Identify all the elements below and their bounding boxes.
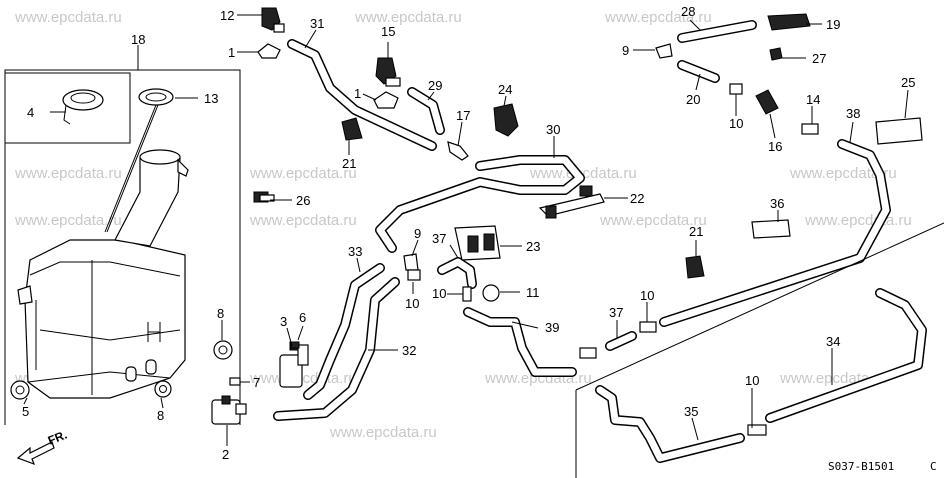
callout-label: 31 [310, 16, 324, 31]
watermark: www.epcdata.ru [14, 165, 122, 182]
diagram-code-suffix: C [930, 460, 937, 473]
callout-label: 10 [405, 296, 419, 311]
callout-label: 23 [526, 239, 540, 254]
callout-label: 16 [768, 139, 782, 154]
callout-label: 39 [545, 320, 559, 335]
watermark: www.epcdata.ru [329, 424, 437, 441]
watermark: www.epcdata.ru [599, 212, 707, 229]
callout-label: 3 [280, 314, 287, 329]
diagram-code: S037-B1501 [828, 460, 894, 473]
callout-label: 29 [428, 78, 442, 93]
callout-label: 5 [22, 404, 29, 419]
watermark: www.epcdata.ru [529, 165, 637, 182]
callout-label: 36 [770, 196, 784, 211]
callout-label: 35 [684, 404, 698, 419]
watermark: www.epcdata.ru [789, 165, 897, 182]
callout-label: 2 [222, 447, 229, 462]
callout-label: 6 [299, 310, 306, 325]
hoses [273, 20, 927, 463]
callout-label: 9 [622, 43, 629, 58]
small-parts [257, 7, 923, 436]
callout-label: 21 [342, 156, 356, 171]
callout-label: 13 [204, 91, 218, 106]
callout-label: 30 [546, 122, 560, 137]
callout-label: 12 [220, 8, 234, 23]
callout-label: 14 [806, 92, 820, 107]
callout-label: 11 [526, 285, 540, 300]
callout-label: 1 [354, 86, 361, 101]
callout-label: 19 [826, 17, 840, 32]
watermark: www.epcdata.ru [14, 9, 122, 26]
callout-label: 7 [253, 375, 260, 390]
callout-label: 38 [846, 106, 860, 121]
callout-label: 8 [217, 306, 224, 321]
watermark: www.epcdata.ru [249, 370, 357, 387]
callout-label: 9 [414, 226, 421, 241]
callout-label: 1 [228, 45, 235, 60]
front-arrow-icon [16, 441, 55, 466]
reservoir-bracket-frame [4, 45, 241, 425]
clip-7 [229, 377, 241, 386]
section-divider [575, 222, 944, 391]
callout-label: 4 [27, 105, 34, 120]
leader-lines [23, 14, 909, 446]
callout-label: 15 [381, 24, 395, 39]
callout-label: 10 [432, 286, 446, 301]
callout-label: 33 [348, 244, 362, 259]
callout-label: 20 [686, 92, 700, 107]
callout-label: 37 [609, 305, 623, 320]
callout-label: 10 [745, 373, 759, 388]
callout-label: 17 [456, 108, 470, 123]
grommets [10, 340, 233, 400]
watermark: www.epcdata.ru [354, 9, 462, 26]
front-direction-indicator: FR. [16, 428, 69, 466]
washer-pump-rear [211, 395, 247, 425]
callout-label: 37 [432, 231, 446, 246]
callout-label: 21 [689, 224, 703, 239]
callout-label: 8 [157, 408, 164, 423]
callout-label: 10 [640, 288, 654, 303]
callout-labels: 12 1 31 15 1 29 24 17 21 30 18 4 13 26 2… [22, 4, 915, 462]
callout-label: 18 [131, 32, 145, 47]
bolt-26 [253, 191, 275, 203]
callout-label: 10 [729, 116, 743, 131]
callout-label: 28 [681, 4, 695, 19]
reservoir-cap [62, 89, 104, 125]
callout-label: 25 [901, 75, 915, 90]
watermark: www.epcdata.ru [804, 212, 912, 229]
callout-label: 34 [826, 334, 840, 349]
callout-label: 26 [296, 193, 310, 208]
callout-label: 27 [812, 51, 826, 66]
watermark: www.epcdata.ru [14, 212, 122, 229]
callout-label: 32 [402, 343, 416, 358]
seal-6 [290, 341, 300, 349]
callout-label: 22 [630, 191, 644, 206]
watermark: www.epcdata.ru [604, 9, 712, 26]
watermark: www.epcdata.ru [249, 165, 357, 182]
front-label: FR. [46, 428, 69, 448]
washer-reservoir-tank [17, 88, 189, 399]
watermark: www.epcdata.ru [249, 212, 357, 229]
callout-label: 24 [498, 82, 512, 97]
